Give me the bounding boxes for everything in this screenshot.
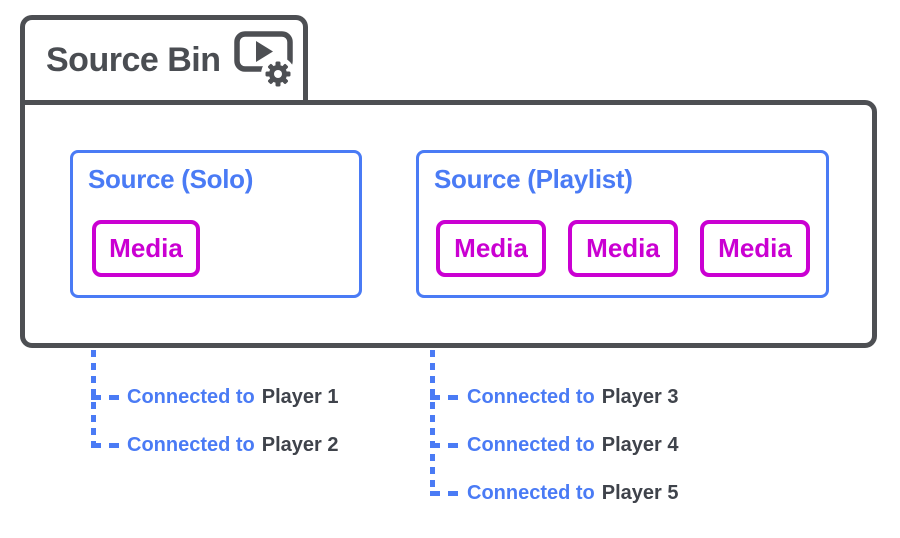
source-bin-tab: Source Bin xyxy=(20,15,308,100)
connector-branch xyxy=(91,395,120,400)
connection-prefix: Connected to xyxy=(127,386,255,408)
source-bin-title: Source Bin xyxy=(46,40,221,79)
source-solo-media-row: Media xyxy=(92,220,200,277)
connection-player: Player 5 xyxy=(601,482,679,504)
connection-prefix: Connected to xyxy=(467,386,595,408)
media-box: Media xyxy=(700,220,810,277)
connection-player: Player 3 xyxy=(601,386,679,408)
connection-prefix: Connected to xyxy=(467,434,595,456)
connection-player: Player 4 xyxy=(601,434,679,456)
connector-branch xyxy=(91,443,120,448)
connection-label: Connected to Player 1 xyxy=(127,384,339,410)
source-playlist-media-row: Media Media Media xyxy=(436,220,810,277)
connection-label: Connected to Player 5 xyxy=(467,480,679,506)
media-box: Media xyxy=(92,220,200,277)
connection-prefix: Connected to xyxy=(467,482,595,504)
connection-label: Connected to Player 4 xyxy=(467,432,679,458)
connection-prefix: Connected to xyxy=(127,434,255,456)
connector-line-solo xyxy=(91,298,96,448)
media-box: Media xyxy=(436,220,546,277)
media-box: Media xyxy=(568,220,678,277)
source-playlist-box: Source (Playlist) Media Media Media xyxy=(416,150,829,298)
connection-label: Connected to Player 2 xyxy=(127,432,339,458)
source-solo-title: Source (Solo) xyxy=(88,164,254,194)
connector-branch xyxy=(430,395,459,400)
media-player-settings-icon xyxy=(234,31,296,89)
connection-player: Player 1 xyxy=(261,386,339,408)
source-solo-box: Source (Solo) Media xyxy=(70,150,362,298)
connector-branch xyxy=(430,491,459,496)
connection-label: Connected to Player 3 xyxy=(467,384,679,410)
connection-player: Player 2 xyxy=(261,434,339,456)
connector-branch xyxy=(430,443,459,448)
source-playlist-title: Source (Playlist) xyxy=(434,164,633,194)
